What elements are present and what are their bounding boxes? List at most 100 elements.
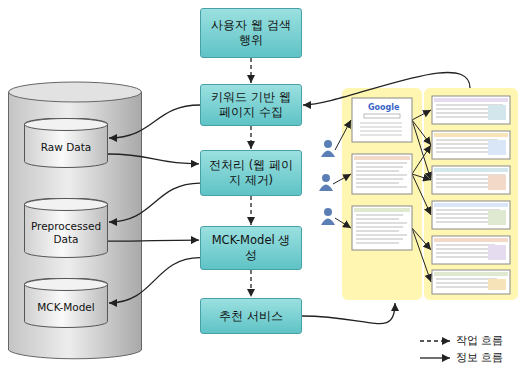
user-body bbox=[321, 219, 335, 226]
logo-text: Google bbox=[368, 103, 399, 112]
page-link bbox=[412, 120, 431, 145]
page-text-line bbox=[356, 215, 403, 216]
user-head bbox=[324, 208, 332, 216]
legend-text: 정보 흐름 bbox=[456, 350, 504, 365]
node-label: 전처리 (웹 페이지 제거) bbox=[206, 158, 296, 188]
page-text-line bbox=[360, 123, 402, 124]
info-flow-arrow bbox=[109, 105, 200, 138]
page-link bbox=[412, 120, 431, 180]
node-label: MCK-Model bbox=[37, 301, 95, 314]
page-header bbox=[354, 156, 410, 160]
page-text-line bbox=[356, 179, 403, 180]
search-field bbox=[364, 114, 400, 118]
data-store: Raw Data bbox=[24, 118, 108, 168]
service-arrow bbox=[302, 303, 395, 324]
cylinder-top bbox=[25, 279, 108, 291]
page-text-line bbox=[356, 171, 399, 172]
page-link bbox=[412, 110, 431, 120]
info-flow-arrow bbox=[109, 258, 200, 303]
collect-arrow bbox=[303, 72, 470, 105]
page-header bbox=[434, 272, 508, 276]
task-flow-arrow bbox=[250, 270, 251, 297]
page-text-line bbox=[360, 135, 402, 136]
page-header bbox=[434, 133, 508, 137]
page-text-line bbox=[356, 235, 407, 236]
page-image bbox=[488, 279, 506, 290]
data-store: MCK-Model bbox=[24, 278, 108, 328]
user-head bbox=[322, 174, 330, 182]
page-text-line bbox=[436, 183, 497, 184]
process-box: 전처리 (웹 페이지 제거) bbox=[200, 150, 302, 196]
page-link bbox=[412, 145, 431, 174]
page-header bbox=[434, 168, 508, 172]
page-text-line bbox=[436, 214, 496, 215]
page-text-line bbox=[356, 239, 403, 240]
page-text-line bbox=[356, 167, 403, 168]
page-header bbox=[434, 98, 508, 102]
task-flow-arrow bbox=[250, 58, 251, 83]
node-label: 키워드 기반 웹 페이지 수집 bbox=[206, 90, 296, 120]
web-page-thumb bbox=[432, 201, 510, 229]
web-page-thumb bbox=[352, 98, 412, 142]
user-link bbox=[335, 120, 351, 150]
page-text-line bbox=[436, 245, 495, 246]
node-label: Preprocessed Data bbox=[27, 220, 105, 246]
database-top bbox=[9, 82, 142, 102]
page-text-line bbox=[356, 219, 399, 220]
page-link bbox=[412, 228, 431, 250]
legend-text: 작업 흐름 bbox=[456, 333, 504, 348]
node-label: Raw Data bbox=[41, 141, 92, 154]
page-image bbox=[488, 245, 506, 260]
info-flow-arrow bbox=[108, 154, 199, 164]
task-flow-arrow bbox=[250, 126, 251, 149]
page-link bbox=[412, 228, 431, 282]
page-text-line bbox=[356, 183, 399, 184]
info-flow-arrow bbox=[108, 240, 199, 241]
user-head bbox=[324, 140, 332, 148]
cylinder-top bbox=[25, 199, 108, 211]
user-link bbox=[335, 218, 351, 228]
task-flow-arrow bbox=[250, 196, 251, 225]
page-image bbox=[488, 210, 506, 225]
page-text-line bbox=[356, 243, 399, 244]
cylinder-body bbox=[25, 198, 108, 257]
web-page-thumb bbox=[432, 131, 510, 159]
web-page-thumb bbox=[432, 166, 510, 194]
process-box: 사용자 웹 검색 행위 bbox=[200, 8, 302, 58]
page-image bbox=[488, 175, 506, 190]
page-text-line bbox=[356, 163, 407, 164]
page-header bbox=[434, 238, 508, 242]
page-text-line bbox=[436, 113, 495, 114]
web-area bbox=[342, 88, 422, 300]
page-link bbox=[412, 174, 431, 215]
page-text-line bbox=[356, 227, 403, 228]
cylinder-top bbox=[25, 119, 108, 131]
user-body bbox=[319, 185, 333, 192]
legend-dashed-sample bbox=[420, 340, 450, 341]
web-page-thumb bbox=[352, 206, 412, 250]
node-label: 사용자 웹 검색 행위 bbox=[206, 18, 296, 48]
web-page-thumb bbox=[432, 96, 510, 124]
user-body bbox=[321, 151, 335, 158]
process-box: 키워드 기반 웹 페이지 수집 bbox=[200, 84, 302, 126]
process-box: 추천 서비스 bbox=[200, 298, 302, 334]
page-header bbox=[434, 203, 508, 207]
node-label: MCK-Model 생성 bbox=[206, 233, 296, 263]
web-area bbox=[424, 88, 518, 300]
legend-solid-sample bbox=[420, 357, 450, 358]
page-text-line bbox=[356, 187, 407, 188]
page-text-line bbox=[356, 223, 407, 224]
page-text-line bbox=[436, 257, 495, 258]
page-image bbox=[488, 105, 506, 120]
page-text-line bbox=[360, 127, 402, 128]
page-image bbox=[488, 140, 506, 155]
node-label: 추천 서비스 bbox=[219, 309, 283, 324]
web-page-thumb bbox=[432, 270, 510, 294]
page-text-line bbox=[356, 231, 399, 232]
cylinder-body bbox=[25, 278, 108, 327]
page-text-line bbox=[360, 131, 402, 132]
user-link bbox=[333, 174, 351, 184]
web-page-thumb bbox=[352, 154, 412, 194]
process-box: MCK-Model 생성 bbox=[200, 226, 302, 270]
page-text-line bbox=[436, 279, 497, 280]
